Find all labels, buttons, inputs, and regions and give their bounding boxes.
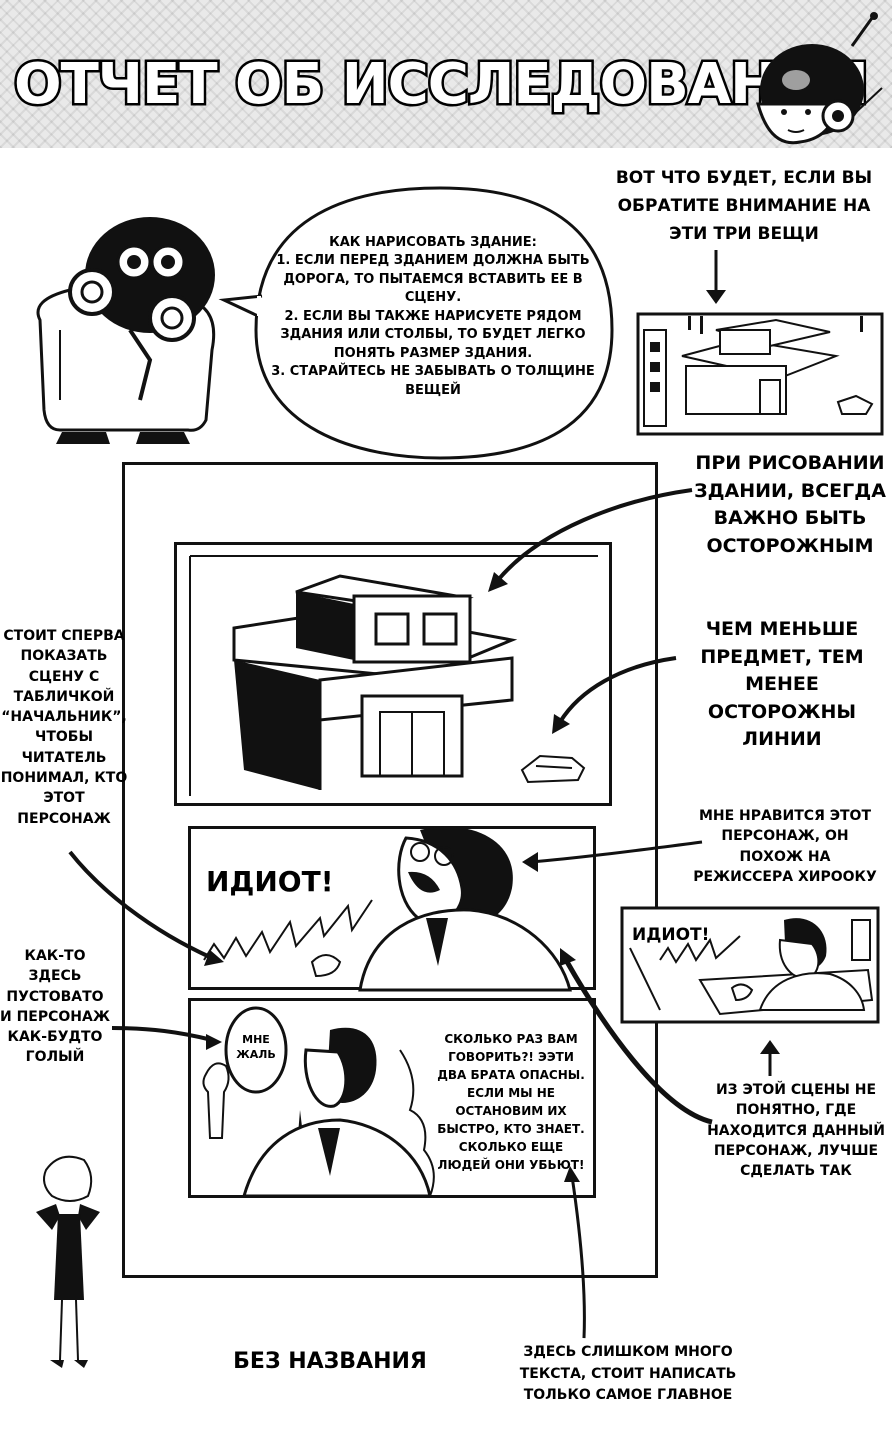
idiot-shout-label: ИДИОТ! (206, 865, 334, 898)
note-like-character: МНЕ НРАВИТСЯ ЭТОТ ПЕРСОНАЖ, ОН ПОХОЖ НА … (693, 808, 877, 885)
note-unclear-location: ИЗ ЭТОЙ СЦЕНЫ НЕ ПОНЯТНО, ГДЕ НАХОДИТСЯ … (707, 1082, 885, 1180)
note-be-careful: ПРИ РИСОВАНИИ ЗДАНИИ, ВСЕГДА ВАЖНО БЫТЬ … (694, 452, 886, 557)
note-show-boss-sign: СТОИТ СПЕРВА ПОКАЗАТЬ СЦЕНУ С ТАБЛИЧКОЙ … (0, 628, 128, 827)
bubble-instructions: КАК НАРИСОВАТЬ ЗДАНИЕ: 1. ЕСЛИ ПЕРЕД ЗДА… (271, 235, 595, 398)
note-empty-scene: КАК-ТО ЗДЕСЬ ПУСТОВАТО И ПЕРСОНАЖ КАК-БУ… (0, 948, 110, 1066)
header-banner (0, 0, 892, 148)
idiot-small-label: ИДИОТ! (632, 925, 710, 945)
note-too-much-text: ЗДЕСЬ СЛИШКОМ МНОГО ТЕКСТА, СТОИТ НАПИСА… (519, 1344, 737, 1404)
note-three-things: ВОТ ЧТО БУДЕТ, ЕСЛИ ВЫ ОБРАТИТЕ ВНИМАНИЕ… (615, 168, 873, 245)
sorry-text: МНЕ ЖАЛЬ (236, 1033, 276, 1062)
caption-untitled: БЕЗ НАЗВАНИЯ (233, 1349, 427, 1374)
comic-page-frame (122, 462, 658, 1278)
note-smaller-lines: ЧЕМ МЕНЬШЕ ПРЕДМЕТ, ТЕМ МЕНЕЕ ОСТОРОЖНЫ … (700, 618, 864, 751)
page-title: ОТЧЕТ ОБ ИССЛЕДОВАНИИ (12, 50, 872, 120)
boss-speech-text: СКОЛЬКО РАЗ ВАМ ГОВОРИТЬ?! ЭЭТИ ДВА БРАТ… (437, 1032, 585, 1172)
